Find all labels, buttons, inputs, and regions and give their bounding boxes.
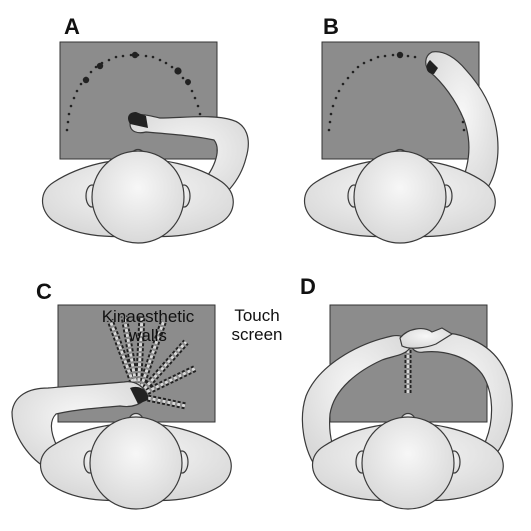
head-b xyxy=(354,151,446,243)
kinaesthetic-walls-label-line1: Kinaesthetic xyxy=(92,307,204,326)
kinaesthetic-walls-label: Kinaesthetic walls xyxy=(92,307,204,345)
panel-label-b: B xyxy=(323,14,339,40)
touch-screen-label-line2: screen xyxy=(218,325,296,344)
head-d xyxy=(362,417,454,509)
panel-label-d: D xyxy=(300,274,316,300)
touch-screen-label: Touch screen xyxy=(218,306,296,344)
head-c xyxy=(90,417,182,509)
kinaesthetic-walls-label-line2: walls xyxy=(92,326,204,345)
panel-label-a: A xyxy=(64,14,80,40)
panel-d xyxy=(302,305,512,509)
panel-label-c: C xyxy=(36,279,52,305)
touch-screen-a xyxy=(60,42,217,159)
head-a xyxy=(92,151,184,243)
touch-screen-label-line1: Touch xyxy=(218,306,296,325)
panel-b xyxy=(305,42,499,243)
panel-a xyxy=(43,42,249,243)
